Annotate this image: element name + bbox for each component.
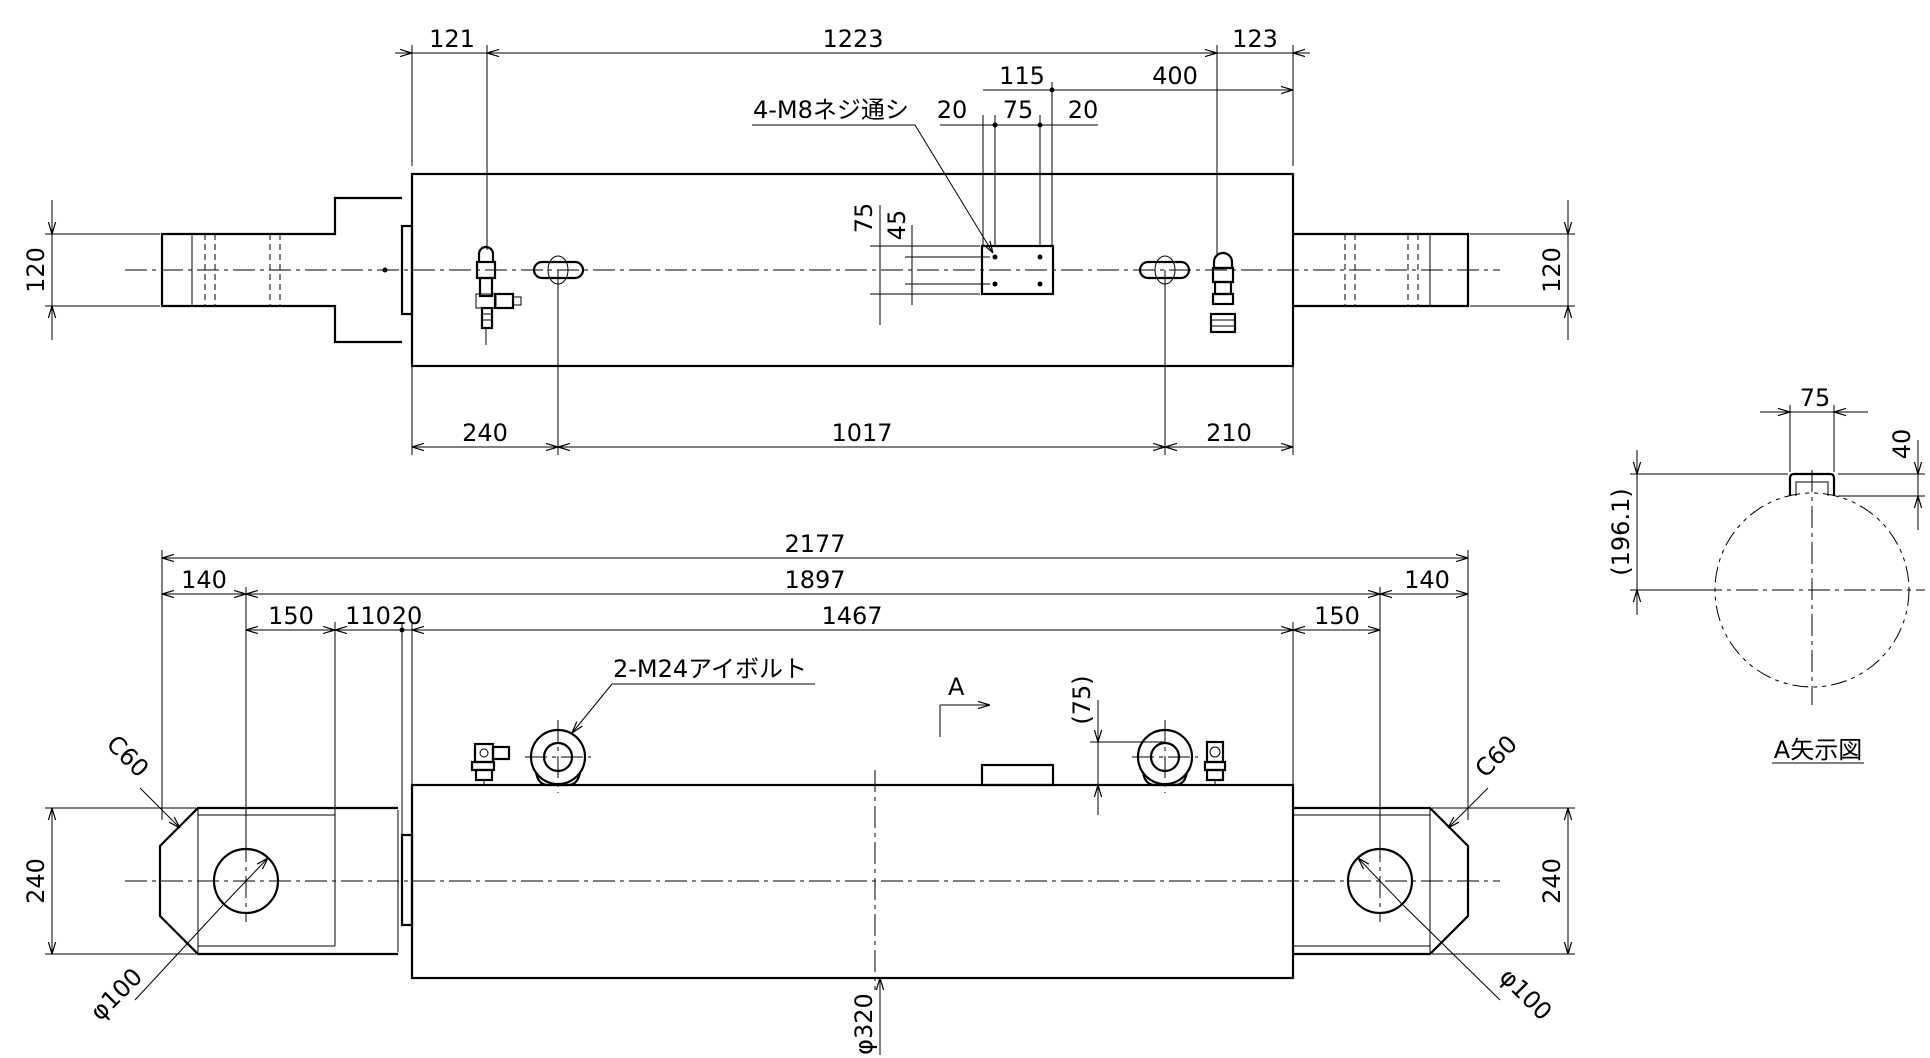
dim-front-c60-right: C60: [1470, 730, 1523, 783]
front-view: 2177 140 1897 140 150 110 20 1467 150 2-…: [22, 530, 1575, 1055]
dim-top-115: 115: [999, 62, 1045, 90]
dim-front-150-right: 150: [1314, 602, 1360, 630]
front-top-bracket: [980, 763, 1055, 787]
dim-front-240-right: 240: [1538, 858, 1566, 904]
dim-front-c60-left: C60: [101, 730, 154, 783]
side-view-title: A矢示図: [1774, 736, 1862, 764]
front-eyebolt-right: [1132, 720, 1198, 793]
dim-top-20b: 20: [1068, 96, 1099, 124]
top-eyebolt-right: [1138, 260, 1191, 280]
dim-front-1467: 1467: [821, 602, 882, 630]
dim-front-140-right: 140: [1404, 566, 1450, 594]
dim-top-121: 121: [429, 25, 475, 53]
top-left-flange: [400, 224, 414, 316]
top-mount-plate: [980, 244, 1055, 296]
dim-side-40: 40: [1888, 429, 1916, 460]
dim-front-phi100-left: φ100: [85, 963, 148, 1026]
top-port-fitting-left: [475, 245, 522, 345]
dim-top-240: 240: [462, 419, 508, 447]
dim-top-1223: 1223: [822, 25, 883, 53]
front-left-clevis: [158, 806, 398, 956]
dim-front-240-left: 240: [22, 858, 50, 904]
top-eyebolt-left: [532, 260, 585, 280]
dim-top-75: 75: [1003, 96, 1034, 124]
dim-front-phi100-right: φ100: [1494, 963, 1557, 1026]
dim-front-140-left: 140: [181, 566, 227, 594]
dim-front-1897: 1897: [784, 566, 845, 594]
dim-top-400: 400: [1152, 62, 1198, 90]
front-port-fitting-right: [1203, 740, 1227, 785]
dim-front-phi320: φ320: [850, 993, 878, 1055]
side-bracket: [1788, 472, 1836, 496]
dim-side-196: (196.1): [1607, 488, 1635, 575]
front-eyebolt-left: [525, 720, 591, 793]
dim-front-20: 20: [392, 602, 423, 630]
top-view: 121 1223 123 115 400 20 75 20 4-M8ネジ通シ 7…: [22, 25, 1575, 455]
front-port-fitting-left: [470, 742, 511, 785]
dim-side-75: 75: [1800, 384, 1831, 412]
dim-top-120-left: 120: [22, 247, 50, 293]
dim-top-123: 123: [1232, 25, 1278, 53]
arrow-a-label: A: [948, 673, 965, 701]
top-port-fitting-right: [1209, 251, 1237, 334]
dim-top-45v: 45: [883, 210, 911, 241]
dim-top-120-right: 120: [1538, 247, 1566, 293]
dim-front-110: 110: [345, 602, 391, 630]
dim-top-1017: 1017: [831, 419, 892, 447]
front-left-flange: [400, 833, 414, 927]
note-eyebolt: 2-M24アイボルト: [613, 655, 807, 683]
dim-top-75v: 75: [850, 203, 878, 234]
dim-front-75-paren: (75): [1068, 675, 1096, 724]
dim-front-150-left: 150: [268, 602, 314, 630]
side-view: 75 40 (196.1) A矢示図: [1607, 384, 1925, 764]
dim-top-210: 210: [1206, 419, 1252, 447]
dim-top-20a: 20: [937, 96, 968, 124]
note-4-m8: 4-M8ネジ通シ: [753, 96, 909, 124]
dim-front-2177: 2177: [784, 530, 845, 558]
